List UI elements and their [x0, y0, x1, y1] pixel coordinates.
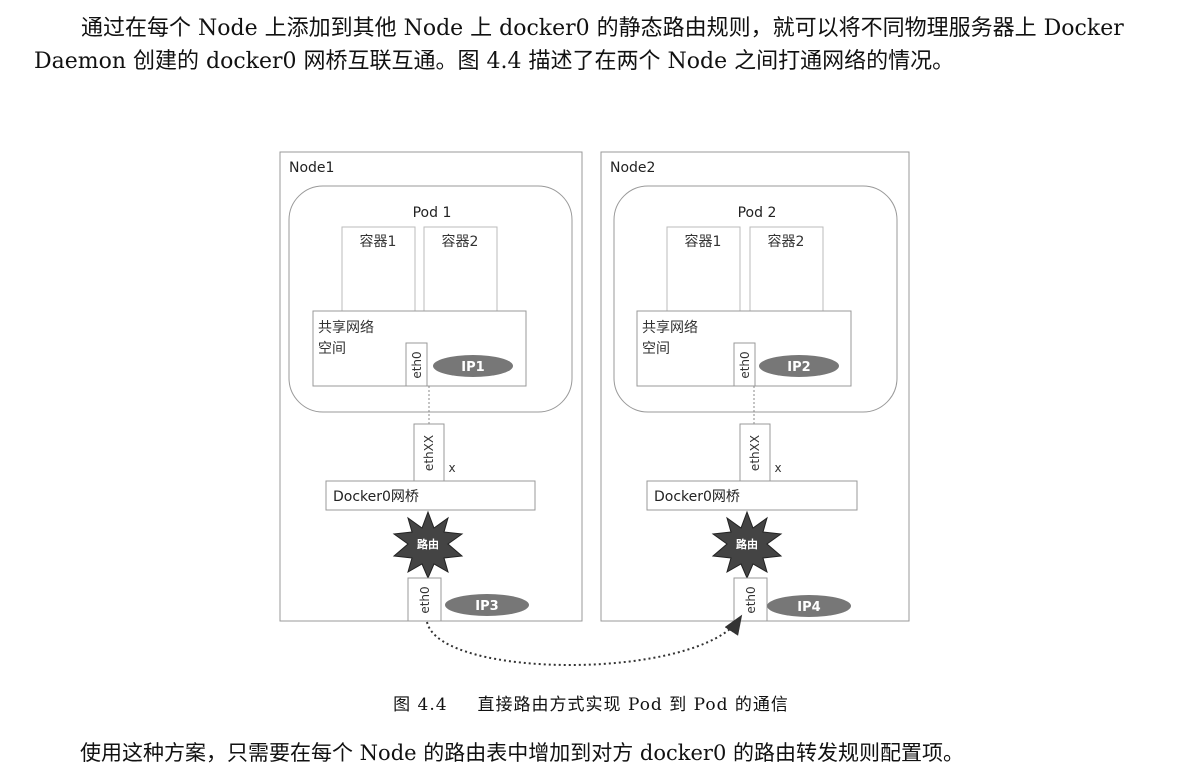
host-eth0-box	[733, 577, 768, 622]
intro-paragraph: 通过在每个 Node 上添加到其他 Node 上 docker0 的静态路由规则…	[34, 16, 1124, 74]
ethxx-label: ethXX	[422, 435, 436, 471]
node1-label: Node1	[289, 160, 334, 176]
ip3-label: IP3	[475, 599, 498, 614]
pod1-box	[288, 185, 573, 413]
node1: Node1 Pod 1 容器1 容器2 共享网络 空间 eth0 IP1 eth…	[279, 151, 583, 622]
shared-netns-label-1: 共享网络	[318, 319, 374, 336]
container1-label: 容器1	[685, 233, 722, 250]
pod1-label: Pod 1	[413, 205, 452, 221]
ip2-label: IP2	[787, 360, 810, 375]
ip4-label: IP4	[797, 600, 820, 615]
shared-netns-label-2: 空间	[318, 341, 346, 357]
pod2-label: Pod 2	[738, 205, 777, 221]
ethxx-mark: x	[448, 461, 455, 475]
shared-netns-label-1: 共享网络	[642, 319, 698, 336]
docker0-bridge-label: Docker0网桥	[333, 489, 419, 505]
host-eth0-label: eth0	[744, 586, 758, 613]
node2: Node2 Pod 2 容器1 容器2 共享网络 空间 eth0 IP2 eth…	[600, 151, 910, 622]
router-label: 路由	[417, 537, 439, 551]
ip2-ellipse	[759, 355, 839, 377]
route-arrow	[426, 614, 743, 666]
pod-eth0-box	[405, 342, 428, 387]
docker0-bridge-box	[325, 480, 536, 511]
ip1-ellipse	[433, 355, 513, 377]
pod-eth0-box	[733, 342, 756, 387]
summary-paragraph: 使用这种方案，只需要在每个 Node 的路由表中增加到对方 docker0 的路…	[80, 741, 964, 765]
pod-eth0-label: eth0	[410, 351, 424, 378]
host-eth0-label: eth0	[418, 586, 432, 613]
caption-text: 直接路由方式实现 Pod 到 Pod 的通信	[477, 695, 789, 715]
ip1-label: IP1	[461, 360, 484, 375]
container2-label: 容器2	[442, 233, 479, 250]
router-label: 路由	[736, 537, 758, 551]
container1-label: 容器1	[360, 233, 397, 250]
pod-eth0-label: eth0	[738, 351, 752, 378]
ethxx-box	[739, 423, 771, 482]
caption-number: 图 4.4	[393, 695, 448, 715]
figure-caption: 图 4.4 直接路由方式实现 Pod 到 Pod 的通信	[0, 690, 1182, 715]
ip4-ellipse	[767, 595, 851, 617]
docker0-bridge-box	[646, 480, 858, 511]
docker0-bridge-label: Docker0网桥	[654, 489, 740, 505]
host-eth0-box	[407, 577, 442, 622]
container2-label: 容器2	[768, 233, 805, 250]
pod2-box	[613, 185, 898, 413]
ethxx-box	[413, 423, 445, 482]
ip3-ellipse	[445, 594, 529, 616]
ethxx-mark: x	[774, 461, 781, 475]
ethxx-label: ethXX	[748, 435, 762, 471]
shared-netns-label-2: 空间	[642, 341, 670, 357]
node2-label: Node2	[610, 160, 655, 176]
